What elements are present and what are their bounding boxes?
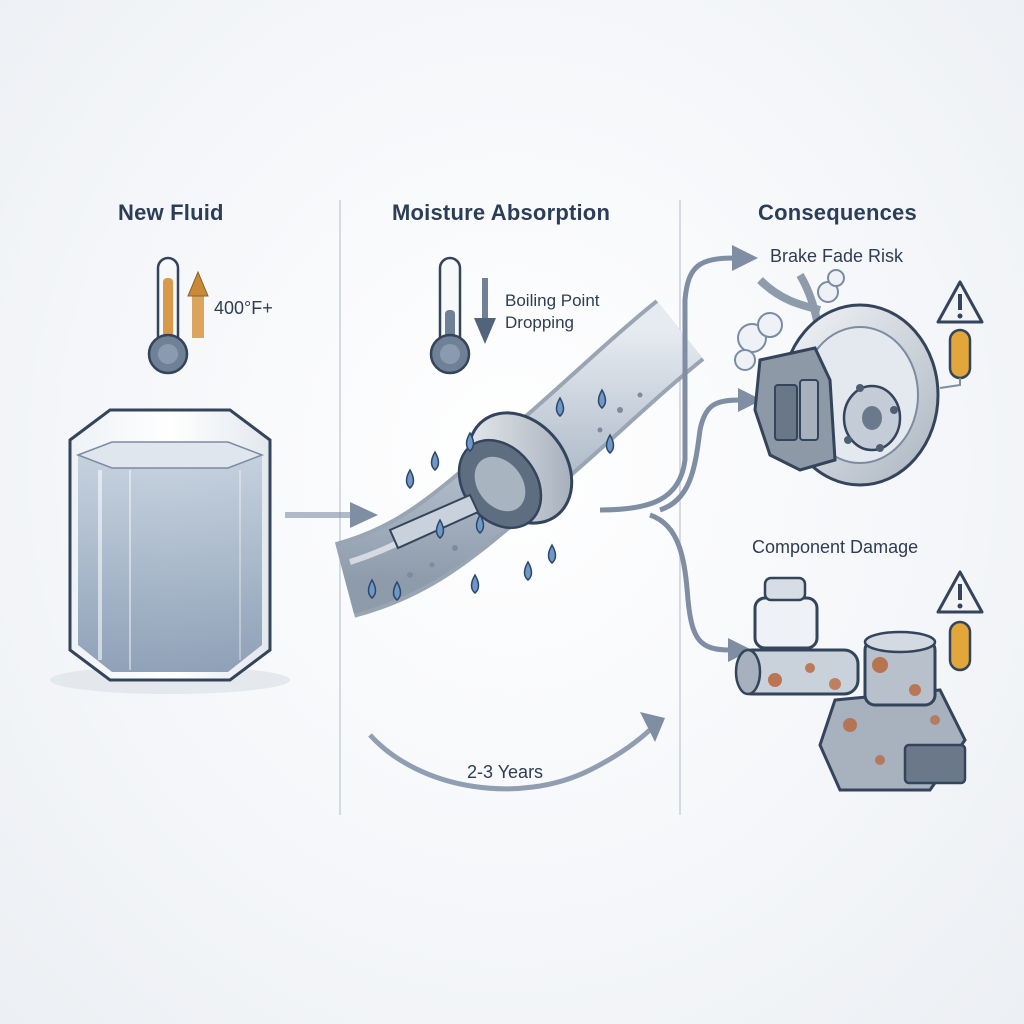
fluid-container (50, 408, 290, 694)
indicator-light (948, 620, 972, 672)
warning-icon (936, 280, 984, 324)
abs-module (818, 630, 967, 792)
boiling-point-label-line1: Boiling Point (505, 291, 600, 310)
flow-arrow-icon (599, 255, 741, 653)
temperature-label: 400°F+ (214, 298, 273, 318)
arrow-heads (728, 245, 762, 662)
component-damage-label: Component Damage (752, 537, 919, 557)
heading-moisture-absorption: Moisture Absorption (392, 200, 611, 225)
thermometer-icon (147, 256, 189, 375)
down-arrow-icon (474, 278, 496, 344)
heading-new-fluid: New Fluid (118, 200, 224, 225)
boiling-point-label-line2: Dropping (505, 313, 574, 332)
indicator-light (939, 328, 972, 389)
brake-fade-risk-label: Brake Fade Risk (770, 246, 904, 266)
brake-disc (734, 269, 940, 487)
timeline-label: 2-3 Years (467, 762, 544, 782)
water-drop-icon (367, 388, 615, 601)
heading-consequences: Consequences (758, 200, 917, 225)
timeline-arrow (368, 712, 665, 792)
master-cylinder (734, 576, 860, 696)
warning-icon (936, 570, 984, 614)
flow-arrow-icon (285, 502, 378, 528)
up-arrow-icon (187, 270, 209, 338)
brake-hose (334, 299, 705, 618)
thermometer-icon (429, 256, 471, 375)
